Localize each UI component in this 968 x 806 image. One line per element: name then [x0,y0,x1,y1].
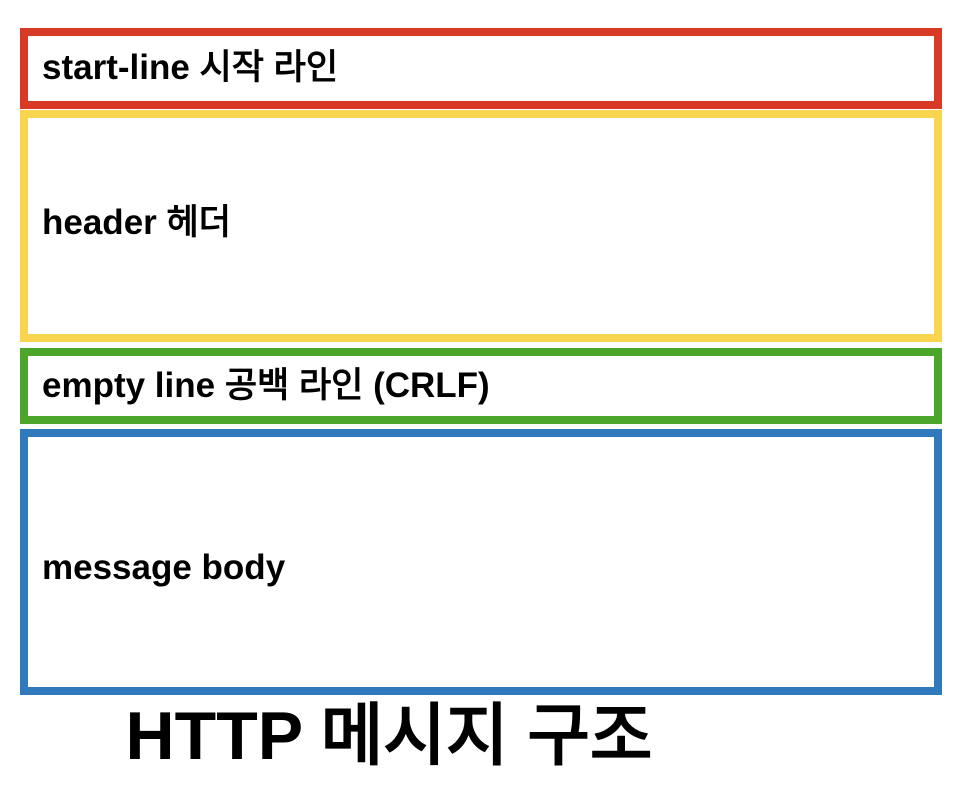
diagram-box-message-body: message body [20,429,942,695]
diagram-box-start-line: start-line 시작 라인 [20,28,942,109]
diagram-box-message-body-label: message body [42,547,286,587]
diagram-box-header: header 헤더 [20,110,942,342]
diagram-caption: HTTP 메시지 구조 [125,698,653,774]
diagram-box-start-line-label: start-line 시작 라인 [42,48,339,88]
diagram-box-empty-line: empty line 공백 라인 (CRLF) [20,348,942,424]
diagram-box-empty-line-label: empty line 공백 라인 (CRLF) [42,365,490,405]
diagram-box-header-label: header 헤더 [42,202,231,242]
